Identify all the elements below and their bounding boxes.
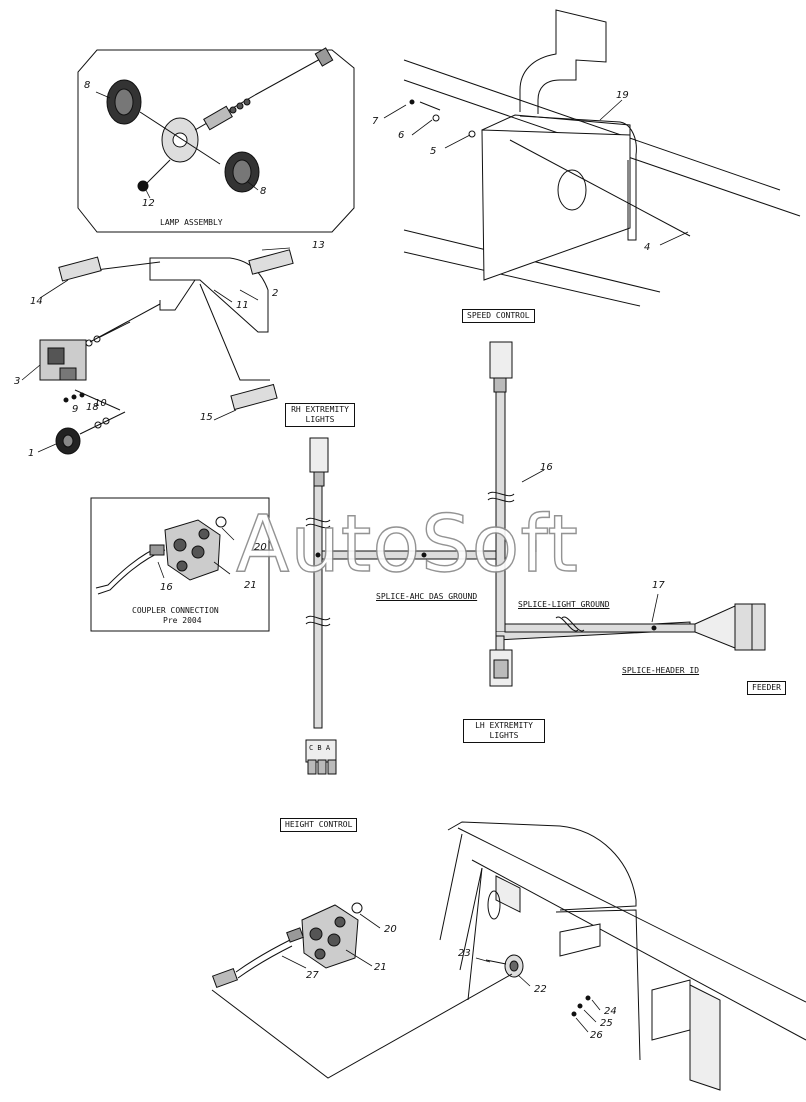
part-number-17: 17 [652,580,665,591]
lamp-bulb [137,180,149,192]
decal-13 [248,249,294,275]
connector-letters: C B A [309,744,331,752]
part-number-7: 7 [372,116,379,127]
splice-light-label: SPLICE-LIGHT GROUND [518,600,610,609]
lower-plug [211,967,239,989]
height-control-label: HEIGHT CONTROL [280,818,358,832]
part-number-21b: 21 [374,962,387,973]
cross-harness [321,550,501,560]
lamp-bracket-arm [149,257,269,333]
part-number-11: 11 [236,300,249,311]
lh-extremity-lights-label: LH EXTREMITY LIGHTS [463,719,545,743]
part-number-3: 3 [14,376,21,387]
part-number-27: 27 [306,970,319,981]
part-number-21a: 21 [244,580,257,591]
part-number-15: 15 [200,412,213,423]
speed-control-label: SPEED CONTROL [462,309,535,323]
decal-15 [230,383,278,411]
splice-ahc-label: SPLICE-AHC DAS GROUND [376,592,478,601]
part-number-5: 5 [430,146,437,157]
part-number-6: 6 [398,130,405,141]
coupler-connection-frame [90,497,270,632]
header-frame [447,821,637,911]
speed-control-panel [481,129,631,281]
speed-control-mount [519,9,607,114]
part-number-4: 4 [644,242,651,253]
part-number-1: 1 [28,448,35,459]
part-number-10: 10 [94,398,107,409]
part-number-2: 2 [272,288,279,299]
part-number-23: 23 [458,948,471,959]
feeder-connector [694,605,736,649]
part-number-25: 25 [600,1018,613,1029]
main-harness [495,391,506,633]
rh-harness [313,485,323,729]
lamp-assembly-frame [77,49,355,233]
decal-14 [58,256,102,282]
part-number-16a: 16 [540,462,553,473]
part-number-20b: 20 [384,924,397,935]
part-number-14: 14 [30,296,43,307]
part-number-24: 24 [604,1006,617,1017]
part-number-8b: 8 [260,186,267,197]
part-number-19: 19 [616,90,629,101]
lh-harness [495,635,505,651]
feeder-label: FEEDER [747,681,786,695]
part-number-22: 22 [534,984,547,995]
part-number-18: 18 [86,402,99,413]
part-number-13: 13 [312,240,325,251]
part-number-12: 12 [142,198,155,209]
part-number-9: 9 [72,404,79,415]
coupler-connection-caption: COUPLER CONNECTION [132,606,219,615]
splice-header-label: SPLICE-HEADER ID [622,666,700,675]
part-number-20a: 20 [254,542,267,553]
lamp-assembly-caption: LAMP ASSEMBLY [160,218,223,227]
part-number-8a: 8 [84,80,91,91]
coupler-pre-caption: Pre 2004 [163,616,202,625]
part-number-16b: 16 [160,582,173,593]
part-number-26: 26 [590,1030,603,1041]
rh-extremity-lights-label: RH EXTREMITY LIGHTS [285,403,355,427]
